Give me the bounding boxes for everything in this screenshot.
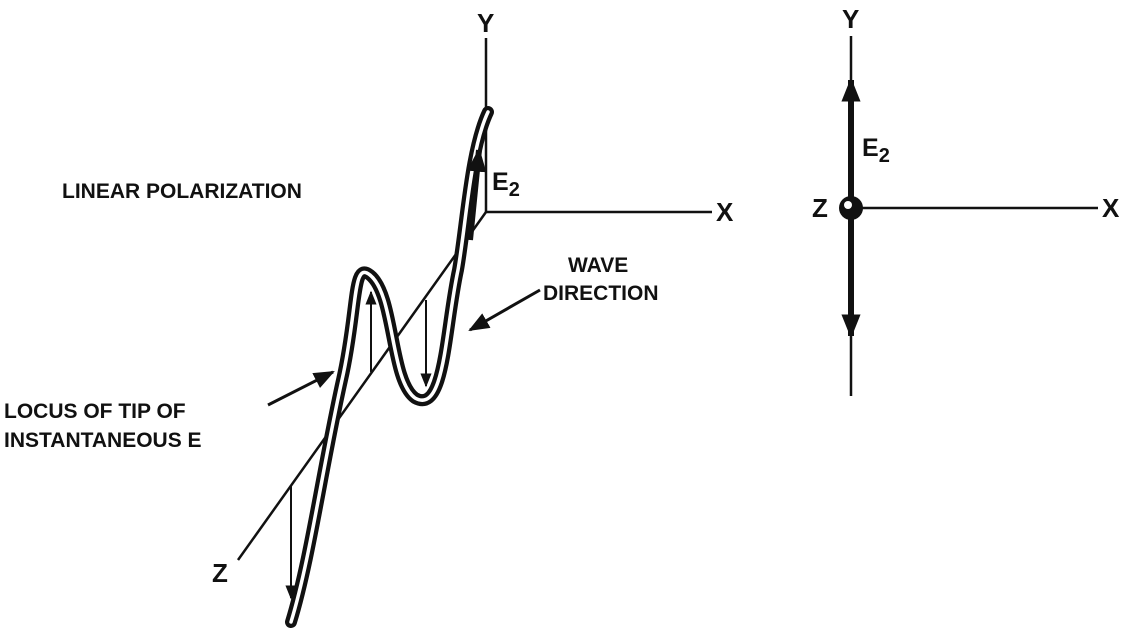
- z-axis-point-highlight: [844, 201, 852, 209]
- left-z-axis: [236, 211, 488, 561]
- left-y-axis-label: Y: [477, 8, 494, 38]
- right-y-axis-label: Y: [842, 4, 859, 34]
- wave-direction-label-line2: DIRECTION: [543, 282, 659, 305]
- e2-label: E2: [492, 168, 520, 201]
- wave-direction-label-line1: WAVE: [568, 254, 628, 277]
- title: LINEAR POLARIZATION: [62, 180, 302, 203]
- right-x-axis-label: X: [1102, 193, 1120, 223]
- left-x-axis-label: X: [716, 197, 734, 227]
- left-diagram: Y X Z LINEAR POLARIZATION E2 WAVE DIRECT…: [4, 8, 734, 628]
- locus-label-line2: INSTANTANEOUS E: [4, 429, 202, 452]
- locus-label-line1: LOCUS OF TIP OF: [4, 400, 186, 423]
- z-axis-point: [839, 196, 863, 220]
- left-z-axis-label: Z: [212, 558, 228, 588]
- right-e2-label-subscript: 2: [879, 145, 890, 167]
- e2-label-subscript: 2: [509, 179, 520, 201]
- e2-vector-arrow: [467, 147, 487, 241]
- e2-label-letter: E: [492, 168, 509, 196]
- right-diagram: Y X Z E2: [812, 4, 1120, 396]
- right-e2-label: E2: [862, 134, 890, 167]
- right-z-axis-label: Z: [812, 193, 828, 223]
- locus-wave-highlight: [289, 110, 490, 624]
- locus-wave: [285, 106, 494, 628]
- locus-pointer: [267, 370, 335, 407]
- right-e2-label-letter: E: [862, 134, 879, 162]
- wave-direction-pointer: [468, 288, 541, 332]
